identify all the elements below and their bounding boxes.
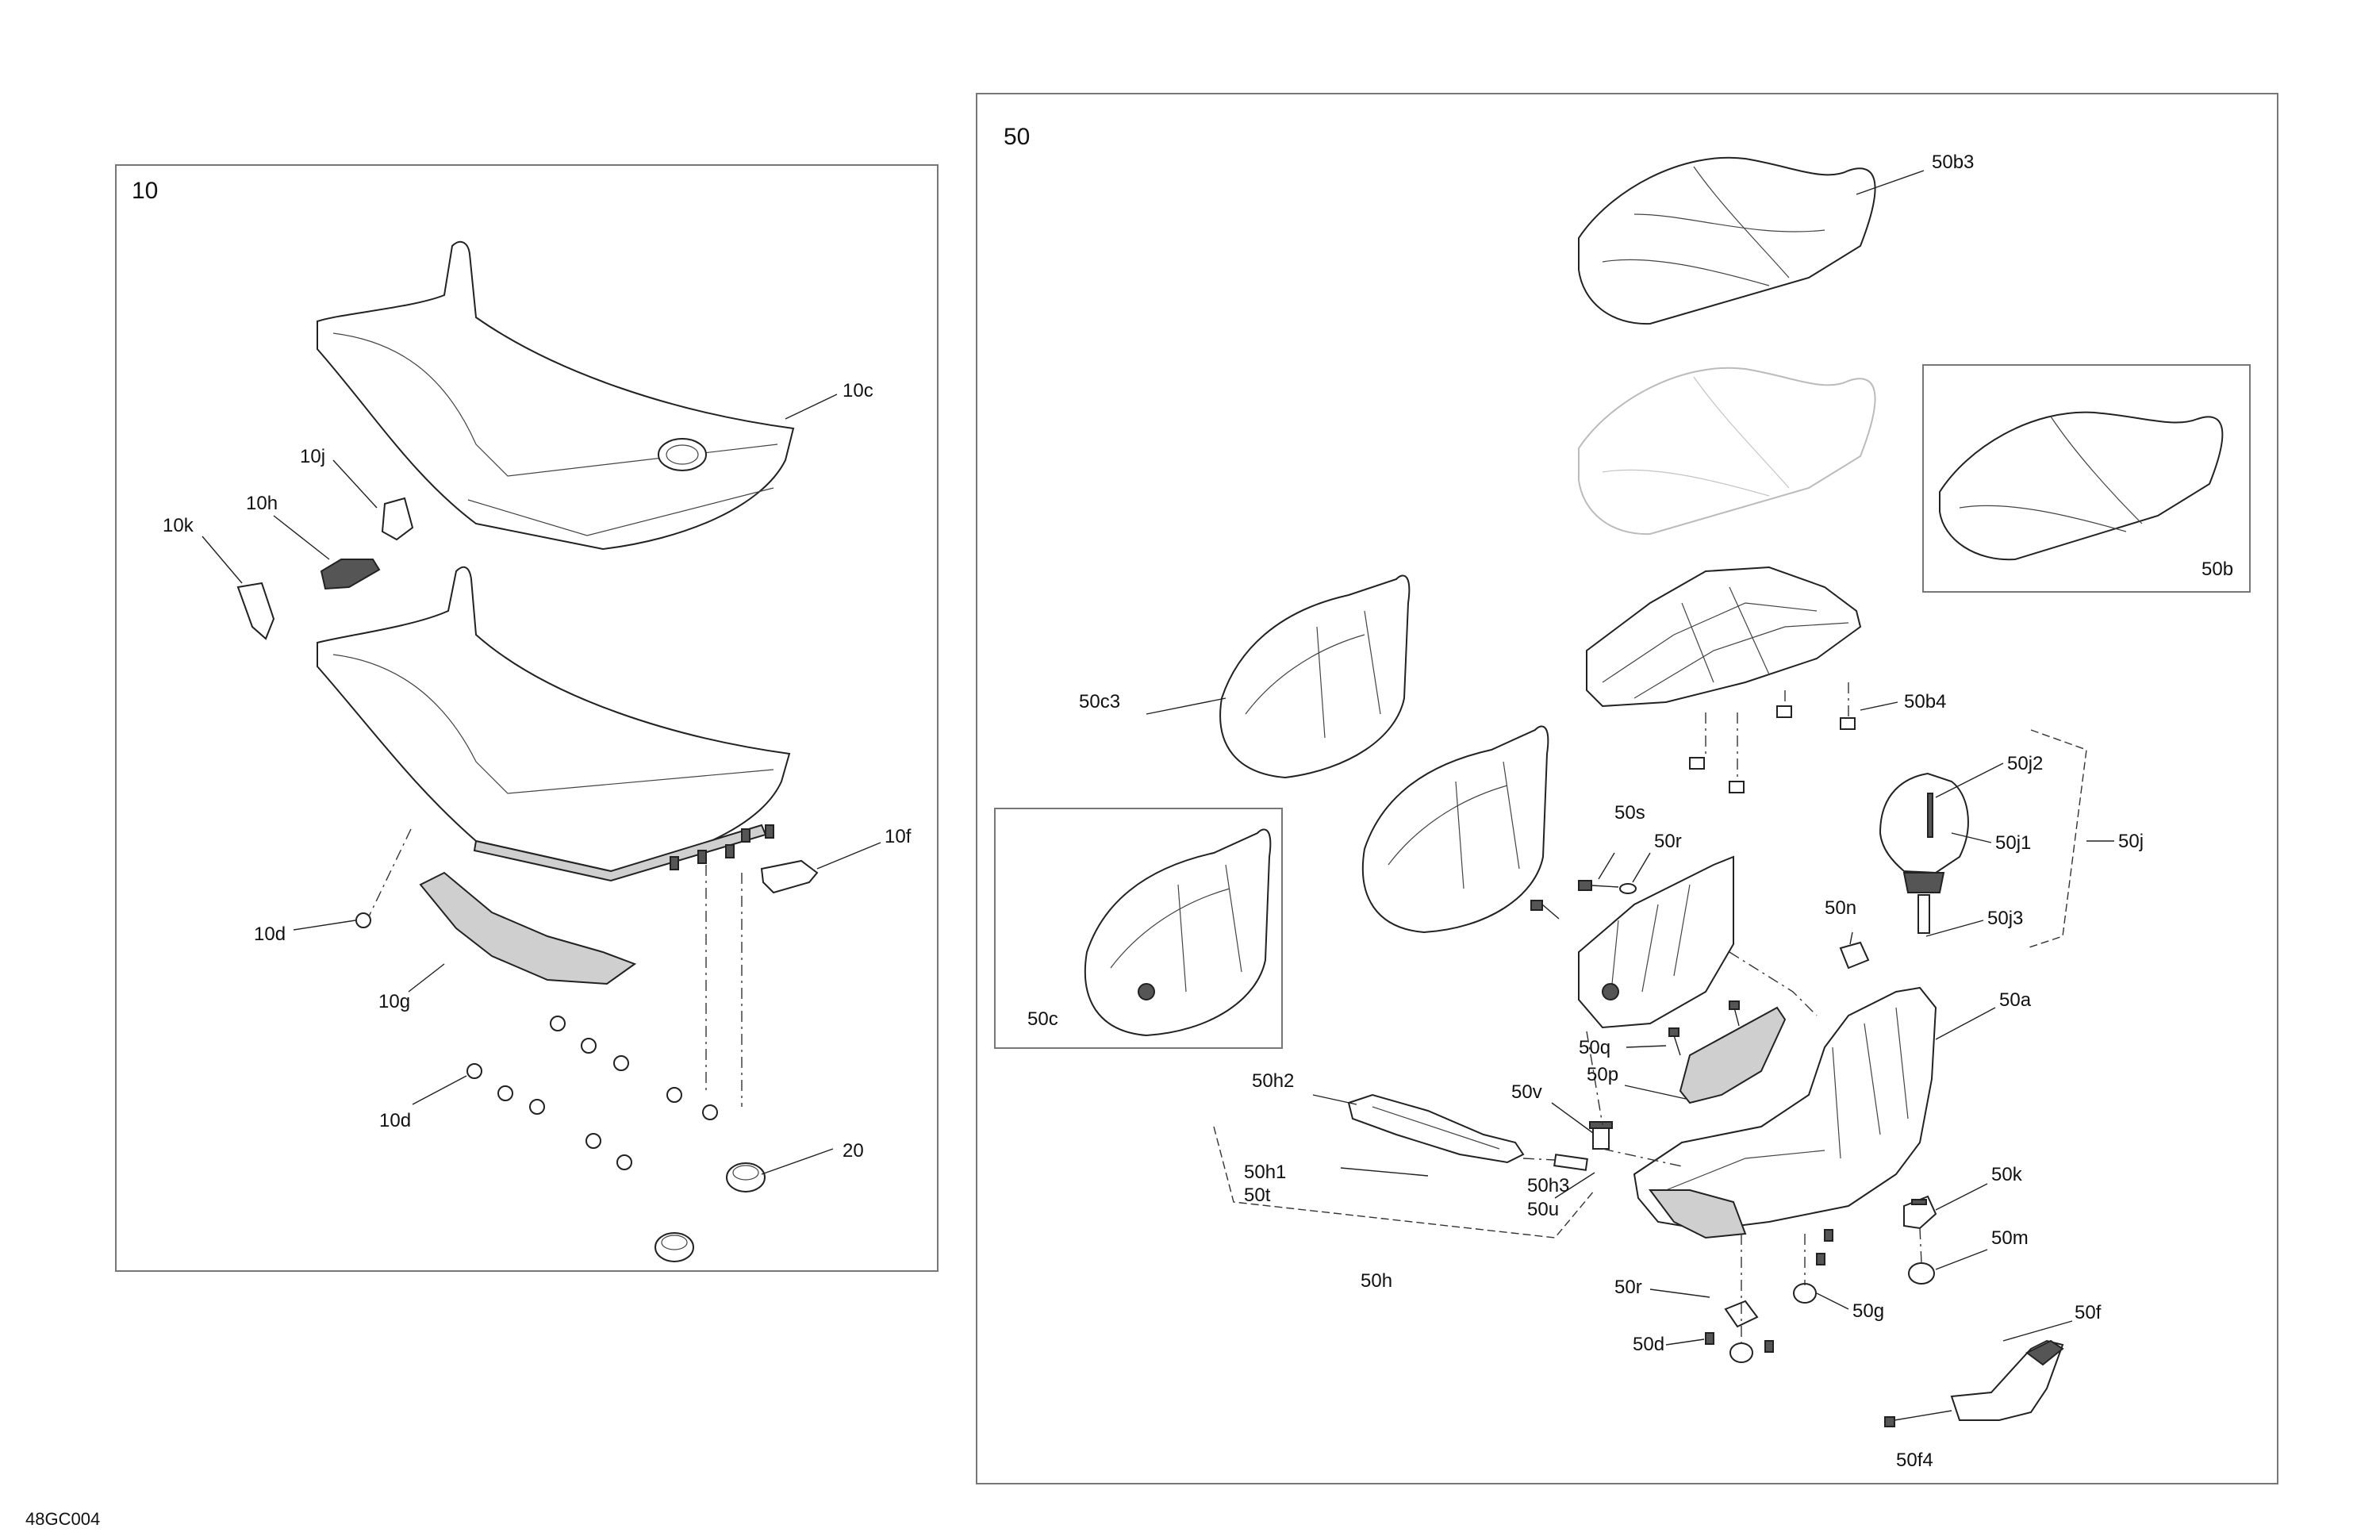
tube-50h3: [1553, 1154, 1588, 1171]
bracket-group-50j: [2026, 729, 2087, 949]
callout-50c: 50c: [1027, 1008, 1058, 1030]
callout-20: 20: [843, 1140, 864, 1162]
screw-50f4: [1884, 1410, 1952, 1427]
latch-10f: [760, 859, 819, 894]
clip-50n: [1839, 941, 1870, 970]
bumper-50m: [1908, 1262, 1935, 1285]
callout-50d: 50d: [1633, 1334, 1664, 1355]
bracket-group-50h: [1213, 1126, 1595, 1239]
callout-50n: 50n: [1825, 897, 1856, 919]
callout-10k: 10k: [163, 515, 194, 536]
callout-10f: 10f: [885, 826, 912, 847]
panel-50-number: 50: [1004, 124, 1030, 150]
seat-frame-50b4: [1586, 566, 1862, 793]
seat-50b: [1939, 411, 2224, 561]
callout-50j2: 50j2: [2007, 753, 2043, 774]
backrest-plate: [1578, 855, 1734, 1029]
panel-10-frame: [115, 164, 939, 1272]
callout-10g: 10g: [378, 991, 410, 1012]
callout-50m: 50m: [1991, 1227, 2029, 1249]
callout-50g: 50g: [1852, 1300, 1884, 1322]
backrest-50c: [1084, 828, 1272, 1037]
panel-50-frame: [976, 93, 2278, 1484]
callout-50h1: 50h1: [1244, 1162, 1286, 1183]
callout-50k: 50k: [1991, 1164, 2023, 1185]
screw-lower: [1530, 900, 1560, 920]
callout-50j: 50j: [2118, 831, 2144, 852]
bracket-50k: [1903, 1195, 1937, 1230]
callout-10d-lower: 10d: [379, 1110, 411, 1131]
callout-50b3: 50b3: [1932, 152, 1974, 173]
pin-50h1: [1340, 1167, 1429, 1177]
callout-50h3: 50h3: [1527, 1175, 1569, 1196]
backrest-50c3: [1219, 574, 1411, 779]
panel-10-number: 10: [132, 178, 158, 204]
callout-50r-upper: 50r: [1654, 831, 1682, 852]
clip-10j: [381, 497, 414, 541]
callout-50h2: 50h2: [1252, 1070, 1294, 1092]
callout-50p: 50p: [1587, 1064, 1618, 1085]
callout-50f4: 50f4: [1896, 1450, 1933, 1471]
callout-50u: 50u: [1527, 1199, 1559, 1220]
seat-base: [317, 566, 791, 882]
callout-10h: 10h: [246, 493, 278, 514]
callout-50j1: 50j1: [1995, 832, 2031, 854]
clip-10k: [236, 582, 275, 640]
main-frame-50a: [1633, 986, 1937, 1239]
callout-50c3: 50c3: [1079, 691, 1120, 712]
callout-50b: 50b: [2202, 559, 2233, 580]
callout-50a: 50a: [1999, 989, 2032, 1011]
box-50b: [1922, 364, 2251, 593]
callout-50h: 50h: [1361, 1270, 1392, 1292]
callout-50v: 50v: [1511, 1081, 1542, 1103]
document-reference: 48GC004: [25, 1509, 100, 1529]
callout-50q: 50q: [1579, 1037, 1610, 1058]
heat-shield-10g: [419, 871, 637, 985]
cover-50p: [1679, 1006, 1787, 1104]
bumper-50g: [1793, 1283, 1817, 1304]
grab-handle-50h2: [1347, 1093, 1525, 1164]
screw-50s: [1578, 880, 1619, 891]
callout-50f: 50f: [2075, 1302, 2102, 1323]
box-50c: [994, 808, 1283, 1049]
callout-10j: 10j: [300, 446, 325, 467]
callout-50t: 50t: [1244, 1185, 1271, 1206]
callout-10d-upper: 10d: [254, 924, 286, 945]
washer-50r: [1619, 883, 1637, 894]
headrest-50j: [1879, 772, 1969, 934]
callout-50j3: 50j3: [1987, 908, 2023, 929]
callout-50s: 50s: [1614, 802, 1645, 824]
seat-ghost: [1578, 367, 1876, 536]
callout-50b4: 50b4: [1904, 691, 1946, 712]
callout-50r-lower: 50r: [1614, 1277, 1642, 1298]
grommets-20: [654, 1162, 766, 1262]
latch-50f: [1950, 1339, 2064, 1421]
screws-50q: [1668, 1000, 1740, 1056]
handle-10h: [320, 559, 381, 590]
bumpers-10d: [355, 912, 718, 1170]
assembly-line: [368, 828, 412, 917]
bumper-lower: [1729, 1342, 1753, 1363]
bolt-50v: [1589, 1121, 1613, 1150]
seat-cover-10c: [317, 240, 795, 551]
backrest-middle: [1361, 725, 1549, 934]
seat-cover-50b3: [1578, 156, 1876, 325]
callout-10c: 10c: [843, 380, 873, 401]
